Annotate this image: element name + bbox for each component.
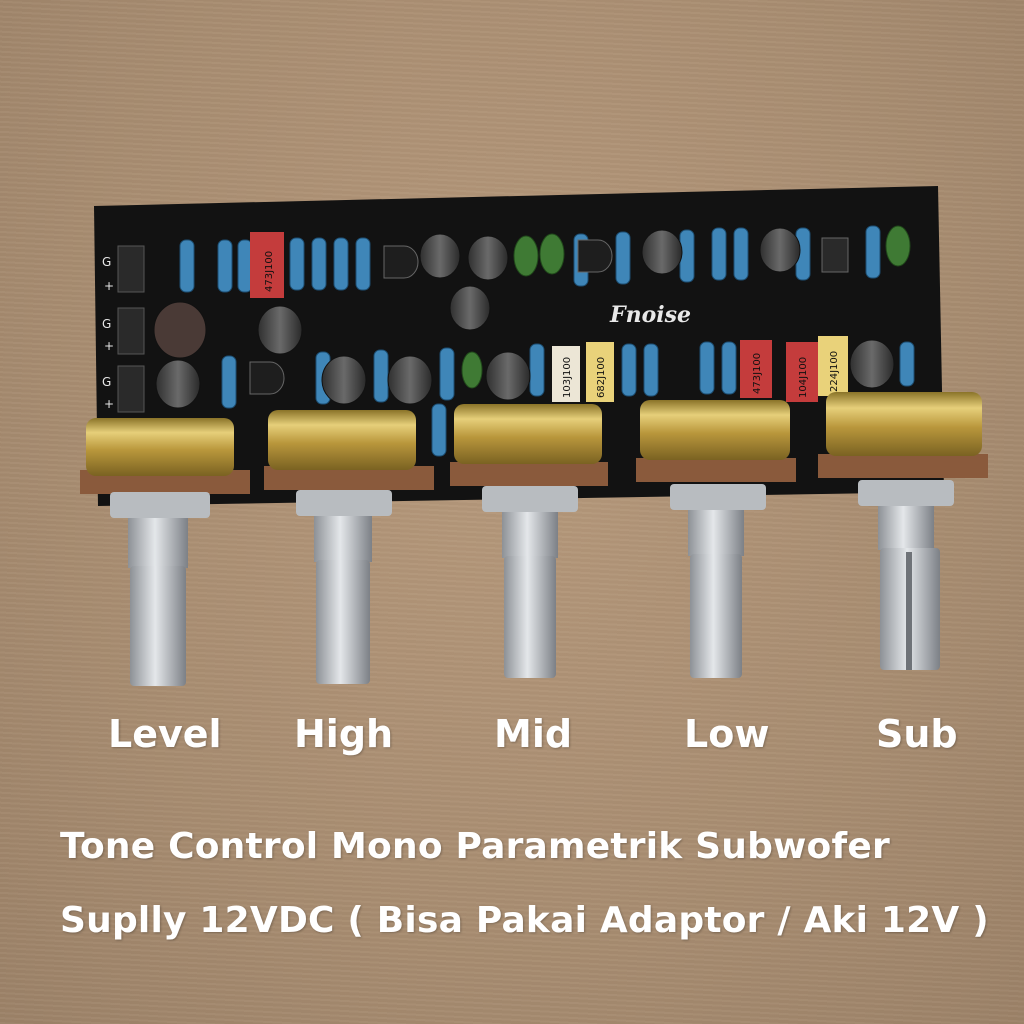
marking: 473J100 — [264, 251, 275, 292]
pin-label: G — [102, 255, 111, 269]
connector-headers — [117, 245, 145, 413]
pot-level — [80, 418, 250, 686]
marking: 224J100 — [829, 351, 840, 392]
knob-label-sub: Sub — [876, 712, 958, 756]
marking: 104J100 — [798, 357, 809, 398]
caption-title: Tone Control Mono Parametrik Subwofer — [60, 826, 890, 867]
pot-sub — [818, 392, 988, 670]
capacitors — [153, 227, 895, 409]
pot-high — [264, 410, 434, 684]
knob-label-level: Level — [108, 712, 222, 756]
pin-label: + — [104, 397, 114, 411]
component-markings: 473J100 473J100 104J100 224J100 103J100 … — [264, 251, 840, 398]
marking: 473J100 — [752, 353, 763, 394]
pot-low — [636, 400, 796, 678]
marking: 103J100 — [562, 357, 573, 398]
knob-label-high: High — [294, 712, 394, 756]
potentiometers — [80, 392, 988, 686]
pin-label: G — [102, 375, 111, 389]
caption-subtitle: Suplly 12VDC ( Bisa Pakai Adaptor / Aki … — [60, 900, 989, 941]
marking: 682J100 — [596, 357, 607, 398]
film-capacitors — [250, 232, 848, 402]
pin-label: G — [102, 317, 111, 331]
pin-label: + — [104, 339, 114, 353]
resistors — [179, 225, 915, 457]
pin-labels: G + G + G + — [102, 255, 114, 411]
knob-label-low: Low — [684, 712, 770, 756]
pot-mid — [450, 404, 608, 678]
pin-label: + — [104, 279, 114, 293]
transistors — [249, 237, 849, 395]
green-capacitors — [461, 225, 911, 389]
brand-silkscreen: Fnoise — [609, 302, 691, 328]
knob-label-mid: Mid — [494, 712, 573, 756]
